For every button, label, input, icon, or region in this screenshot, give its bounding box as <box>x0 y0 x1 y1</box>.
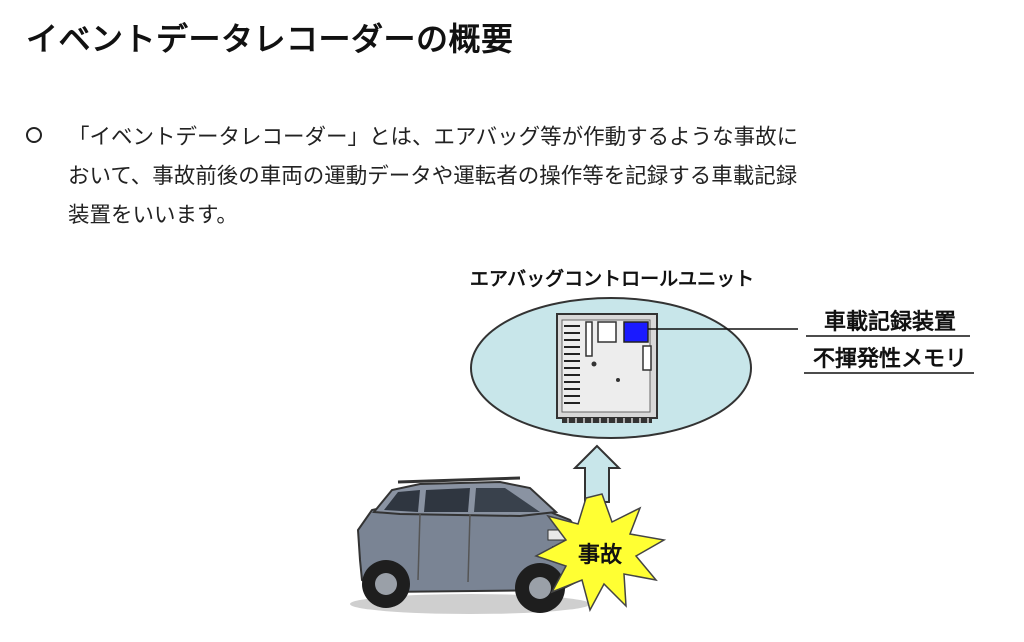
bullet-paragraph: 「イベントデータレコーダー」とは、エアバッグ等が作動するような事故に おいて、事… <box>26 118 986 235</box>
bullet-line-3: 装置をいいます。 <box>68 203 238 228</box>
nonvolatile-memory-label: 不揮発性メモリ <box>813 347 967 372</box>
up-arrow-icon <box>572 444 622 503</box>
recorder-label: 車載記録装置 <box>824 309 956 335</box>
page-title: イベントデータレコーダーの概要 <box>26 20 514 58</box>
accident-burst-icon <box>534 493 667 613</box>
accident-label: 事故 <box>578 542 623 568</box>
control-unit-board-icon <box>556 313 658 423</box>
bullet-text: 「イベントデータレコーダー」とは、エアバッグ等が作動するような事故に おいて、事… <box>68 118 986 235</box>
suv-car-icon <box>350 476 590 614</box>
airbag-control-unit-label: エアバッグコントロールユニット <box>470 267 754 290</box>
circle-bullet-icon <box>26 127 42 143</box>
bullet-line-2: おいて、事故前後の車両の運動データや運転者の操作等を記録する車載記録 <box>68 164 798 189</box>
control-unit-ellipse <box>470 297 752 439</box>
bullet-line-1: 「イベントデータレコーダー」とは、エアバッグ等が作動するような事故に <box>68 125 799 150</box>
memory-chip-icon <box>623 321 649 343</box>
